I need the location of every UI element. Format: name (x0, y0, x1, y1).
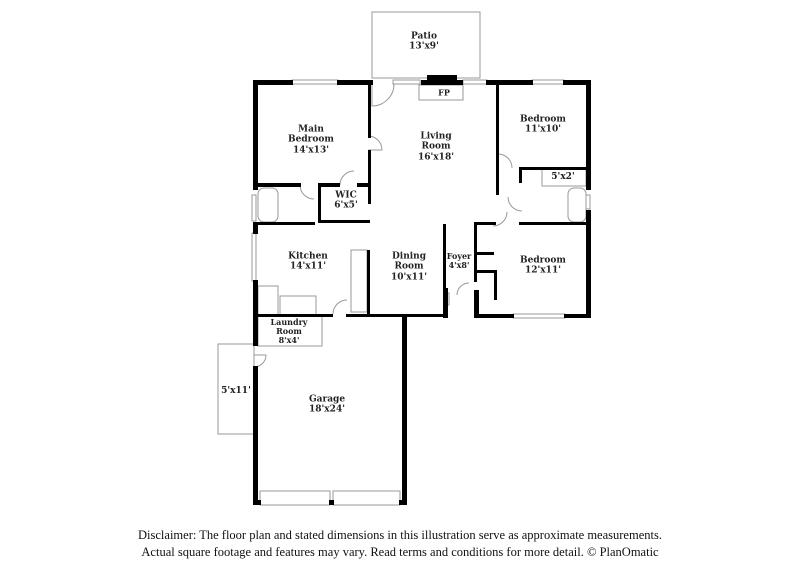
room-dims: 10'x11' (391, 272, 427, 283)
room-label-patio: Patio 13'x9' (409, 32, 439, 53)
disclaimer-line-1: Disclaimer: The floor plan and stated di… (138, 528, 662, 542)
disclaimer-line-2: Actual square footage and features may v… (141, 545, 659, 559)
room-dims: 14'x13' (293, 145, 329, 156)
room-dims: 12'x11' (525, 266, 561, 276)
room-label-laundry-room: Laundry Room 8'x4' (271, 318, 308, 346)
room-dims: 11'x10' (525, 125, 561, 135)
room-label-kitchen: Kitchen 14'x11' (288, 252, 328, 273)
room-label-bedroom-2: Bedroom 12'x11' (520, 256, 566, 277)
room-name: WIC (335, 190, 357, 201)
room-dims: 8'x4' (278, 335, 300, 346)
room-name: Bedroom (520, 114, 566, 125)
room-label-garage: Garage 18'x24' (309, 395, 345, 416)
room-dims: 18'x24' (309, 405, 345, 415)
room-dims: 5'x11' (221, 385, 251, 396)
room-name: Foyer (446, 250, 472, 261)
disclaimer: Disclaimer: The floor plan and stated di… (0, 527, 800, 561)
room-name: Bedroom (520, 255, 566, 266)
room-name-line2: Room (394, 261, 424, 272)
room-label-closet: 5'x2' (551, 172, 574, 182)
room-dims: 14'x11' (290, 262, 326, 272)
room-dims: 6'x5' (334, 201, 358, 211)
patio-outline (371, 11, 481, 79)
room-name-line1: Living (420, 131, 452, 142)
room-label-bedroom-1: Bedroom 11'x10' (520, 115, 566, 136)
room-label-living-room: Living Room 16'x18' (418, 131, 454, 162)
room-label-dining-room: Dining Room 10'x11' (391, 251, 427, 282)
room-name-line2: Bedroom (288, 134, 334, 145)
room-label-side-area: 5'x11' (221, 386, 251, 396)
room-dims: 4'x8' (448, 260, 470, 270)
room-name-line1: Dining (391, 251, 427, 262)
room-name: Kitchen (288, 251, 328, 262)
room-label-wic: WIC 6'x5' (334, 191, 357, 212)
room-name: Garage (308, 394, 346, 405)
room-name-line2: Room (421, 141, 451, 152)
room-name: Patio (411, 31, 437, 42)
room-label-main-bedroom: Main Bedroom 14'x13' (288, 124, 334, 155)
room-label-foyer: Foyer 4'x8' (446, 250, 472, 270)
room-name-line1: Laundry (270, 317, 308, 328)
room-dims: 13'x9' (409, 42, 439, 52)
room-dims: 5'x2' (551, 171, 575, 182)
room-label-fireplace: FP (438, 88, 450, 97)
room-dims: 16'x18' (418, 152, 454, 163)
room-name-line1: Main (298, 124, 324, 135)
room-name: FP (438, 87, 450, 98)
room-name-line2: Room (276, 326, 302, 337)
